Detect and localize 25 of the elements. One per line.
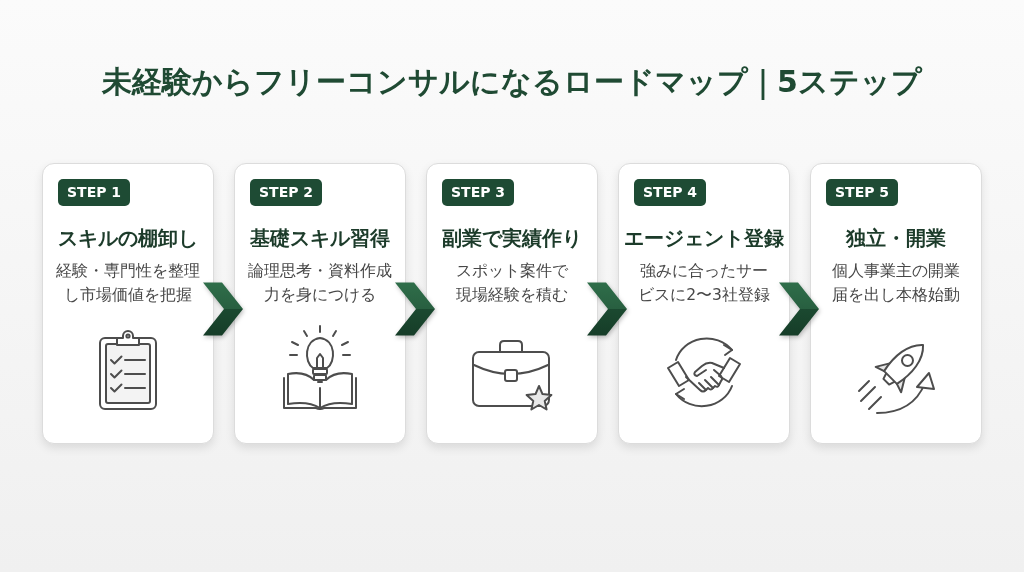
step-badge: STEP 3 — [442, 179, 515, 206]
step-description: 個人事業主の開業届を出し本格始動 — [831, 261, 961, 306]
title: 未経験からフリーコンサルになるロードマップ｜5ステップ — [102, 63, 922, 102]
step-badge: STEP 2 — [250, 179, 323, 206]
chevron-arrow — [779, 282, 819, 336]
step-badge: STEP 1 — [58, 179, 131, 206]
step-heading: 基礎スキル習得 — [250, 226, 390, 252]
step-description: 論理思考・資料作成力を身につける — [247, 261, 393, 306]
step-heading: 独立・開業 — [846, 226, 946, 252]
step-description: 強みに合ったサービスに2〜3社登録 — [637, 261, 771, 306]
chevron-arrow — [203, 282, 243, 336]
step-description: スポット案件で現場経験を積む — [455, 261, 569, 306]
step-card — [234, 163, 406, 444]
step-card — [426, 163, 598, 444]
step-card — [810, 163, 982, 444]
step-badge: STEP 5 — [826, 179, 899, 206]
step-heading: 副業で実績作り — [442, 226, 582, 252]
step-card — [42, 163, 214, 444]
step-card — [618, 163, 790, 444]
step-badge: STEP 4 — [634, 179, 707, 206]
step-description: 経験・専門性を整理し市場価値を把握 — [55, 261, 201, 306]
step-heading: エージェント登録 — [624, 226, 784, 252]
step-heading: スキルの棚卸し — [58, 226, 198, 252]
chevron-arrow — [395, 282, 435, 336]
chevron-arrow — [587, 282, 627, 336]
